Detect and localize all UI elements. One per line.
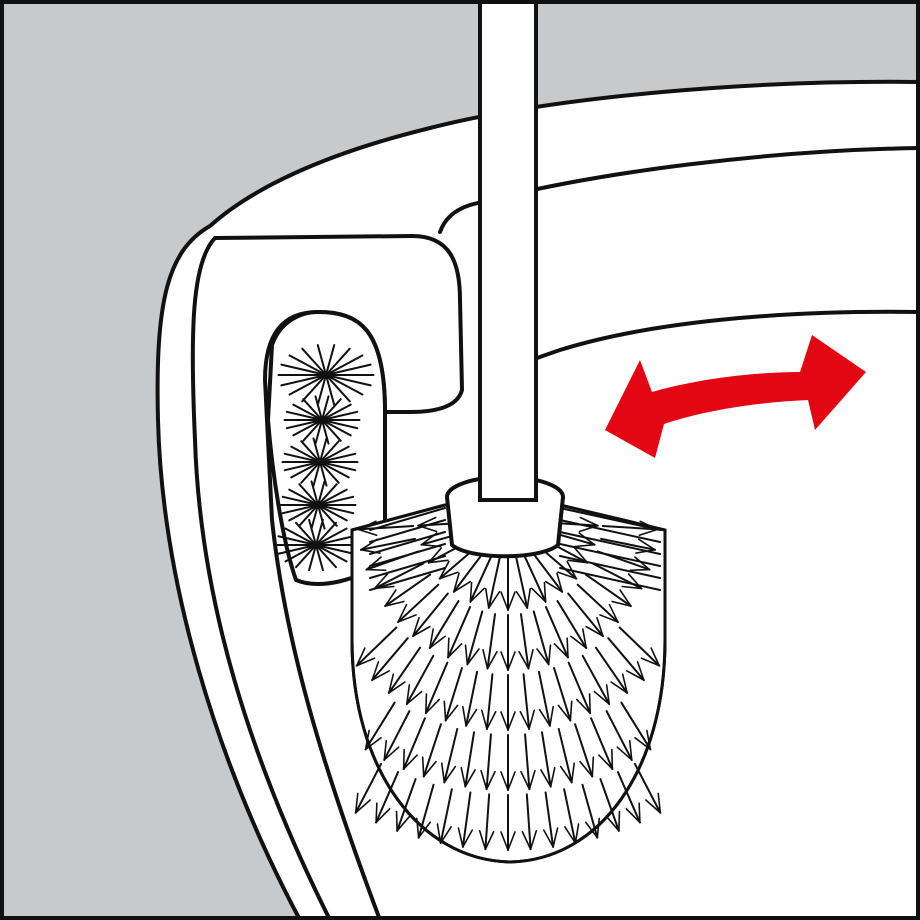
- side-rim-brush-icon: [275, 344, 375, 572]
- handle-collar-body: [445, 496, 565, 559]
- double-arrow-icon: [605, 335, 866, 458]
- brush-handle-icon: [445, 0, 565, 559]
- handle-shaft-front: [478, 0, 538, 502]
- bowl-rim-line: [438, 146, 920, 234]
- toilet-brush-head-icon: [350, 503, 667, 864]
- bowl-flush-rim: [190, 234, 464, 920]
